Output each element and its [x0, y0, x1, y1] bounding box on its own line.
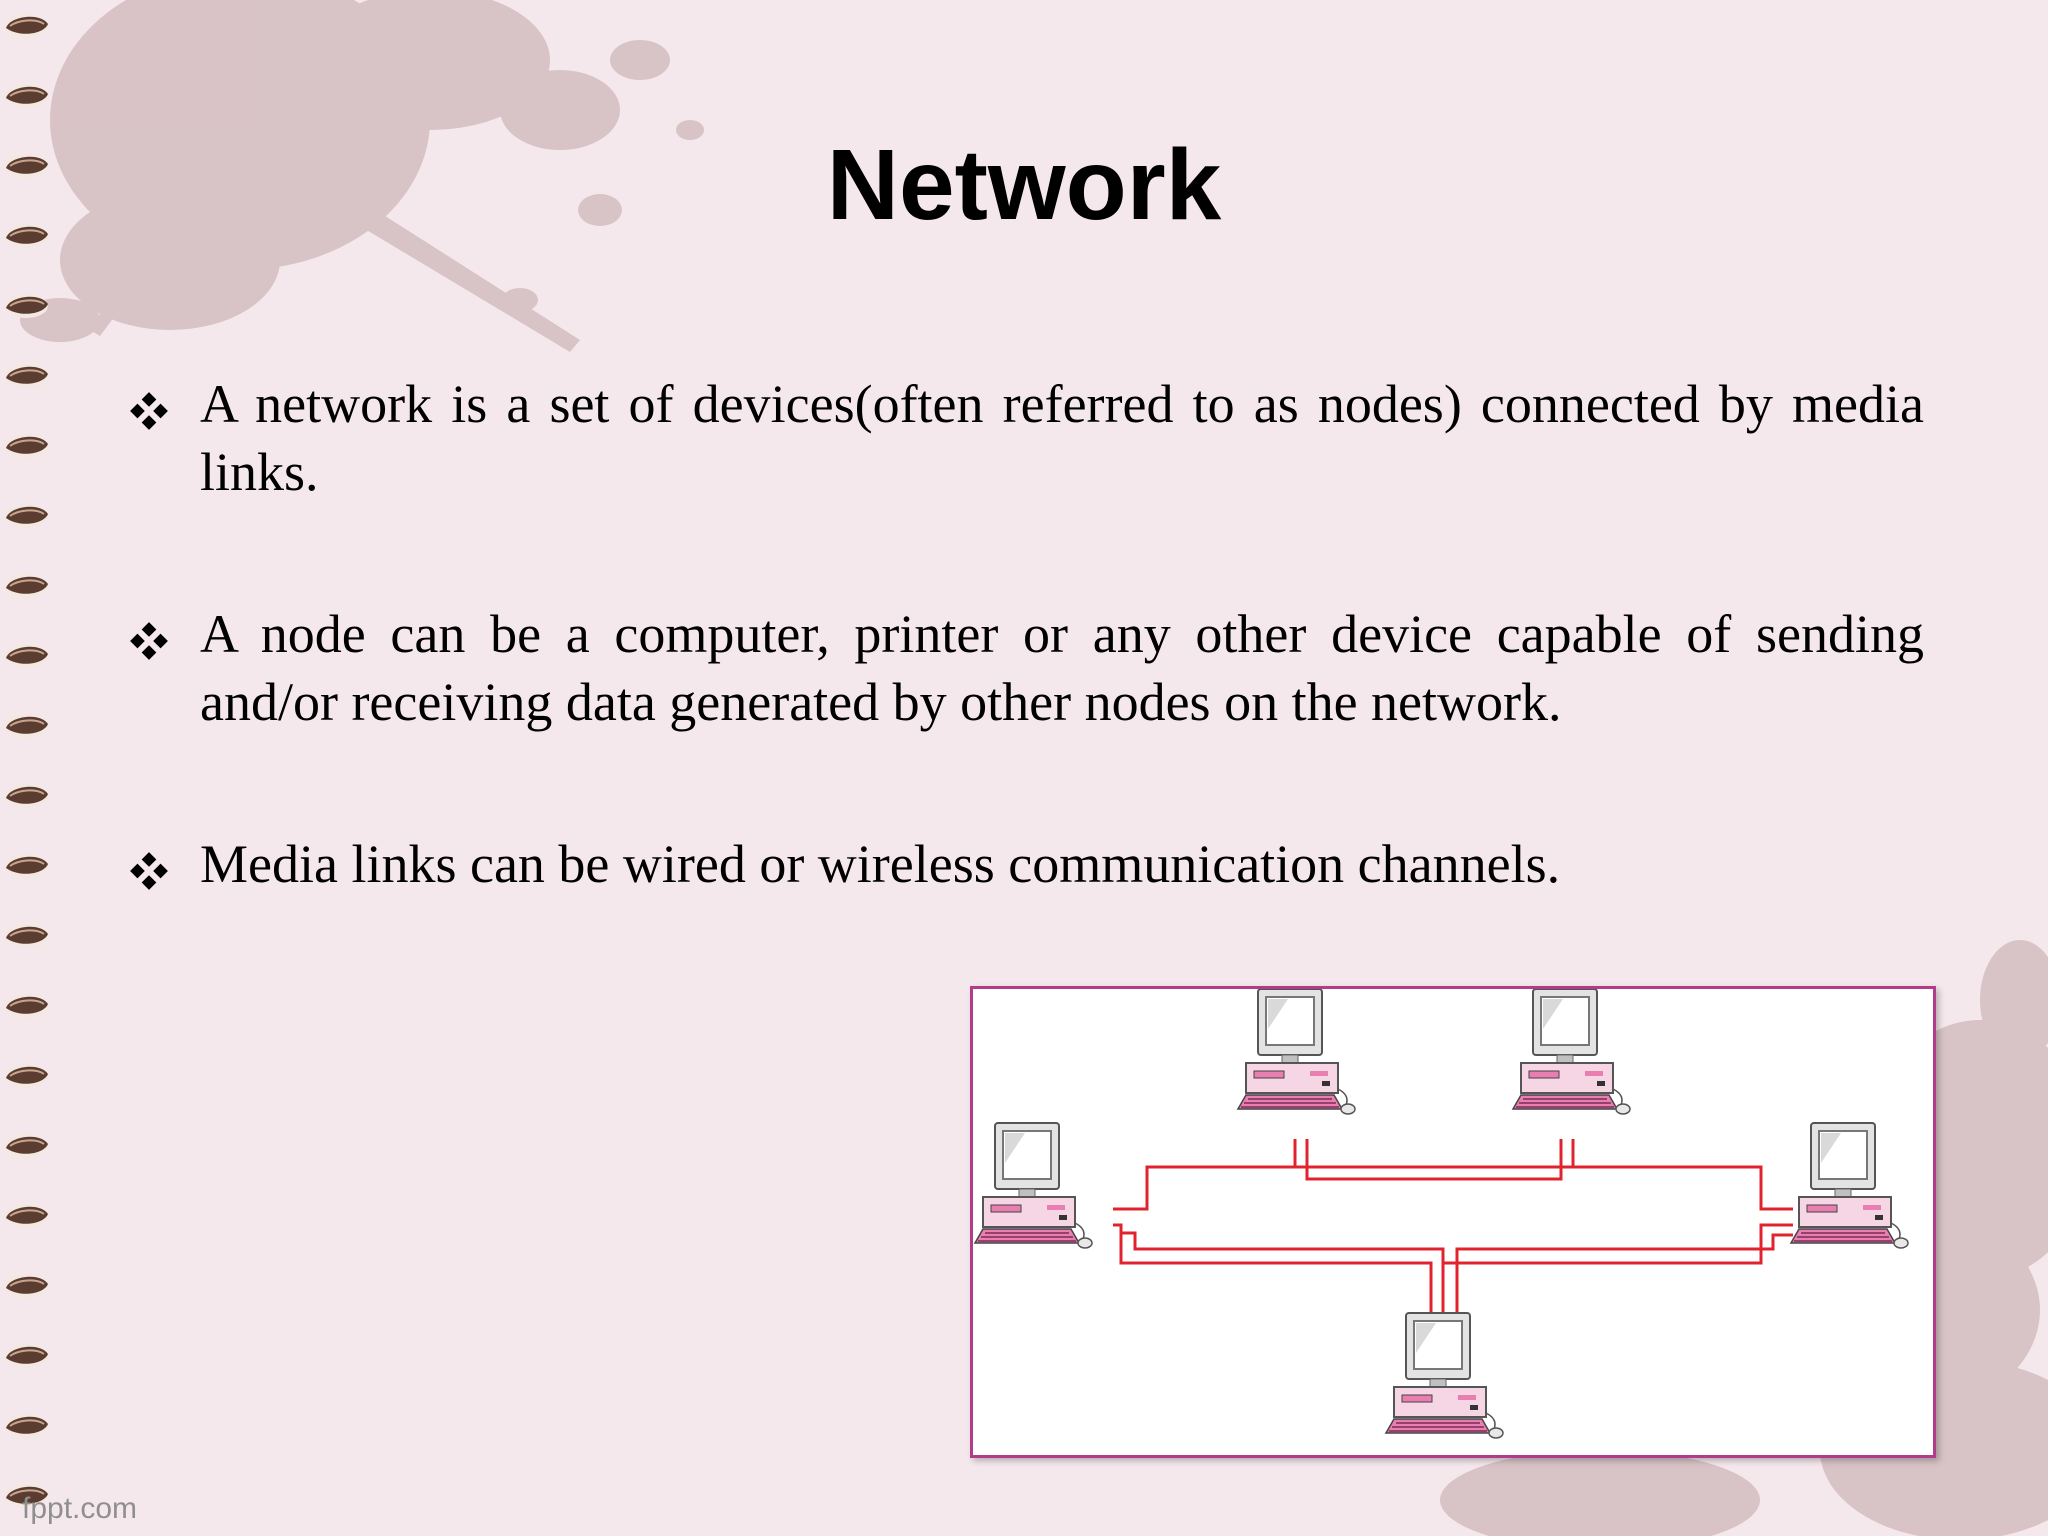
- bullet-list: A network is a set of devices(often refe…: [128, 370, 1924, 992]
- four-diamond-bullet-icon: [130, 392, 168, 430]
- network-diagram: [970, 986, 1936, 1458]
- bullet-item: Media links can be wired or wireless com…: [128, 830, 1924, 898]
- bullet-item: A network is a set of devices(often refe…: [128, 370, 1924, 506]
- computer-top-right-icon: [1512, 989, 1631, 1115]
- computer-left-icon: [974, 1122, 1093, 1249]
- computer-right-icon: [1790, 1122, 1909, 1249]
- computer-top-left-icon: [1237, 989, 1356, 1115]
- bullet-text: A node can be a computer, printer or any…: [200, 604, 1924, 732]
- network-diagram-svg: [974, 989, 1909, 1439]
- computer-bottom-icon: [1385, 1312, 1504, 1439]
- four-diamond-bullet-icon: [130, 852, 168, 890]
- bullet-text: Media links can be wired or wireless com…: [200, 834, 1561, 894]
- network-links: [1113, 1139, 1793, 1331]
- bullet-text: A network is a set of devices(often refe…: [200, 374, 1924, 502]
- slide-title: Network: [826, 129, 1222, 241]
- watermark: fppt.com: [22, 1492, 138, 1525]
- bullet-item: A node can be a computer, printer or any…: [128, 600, 1924, 736]
- four-diamond-bullet-icon: [130, 622, 168, 660]
